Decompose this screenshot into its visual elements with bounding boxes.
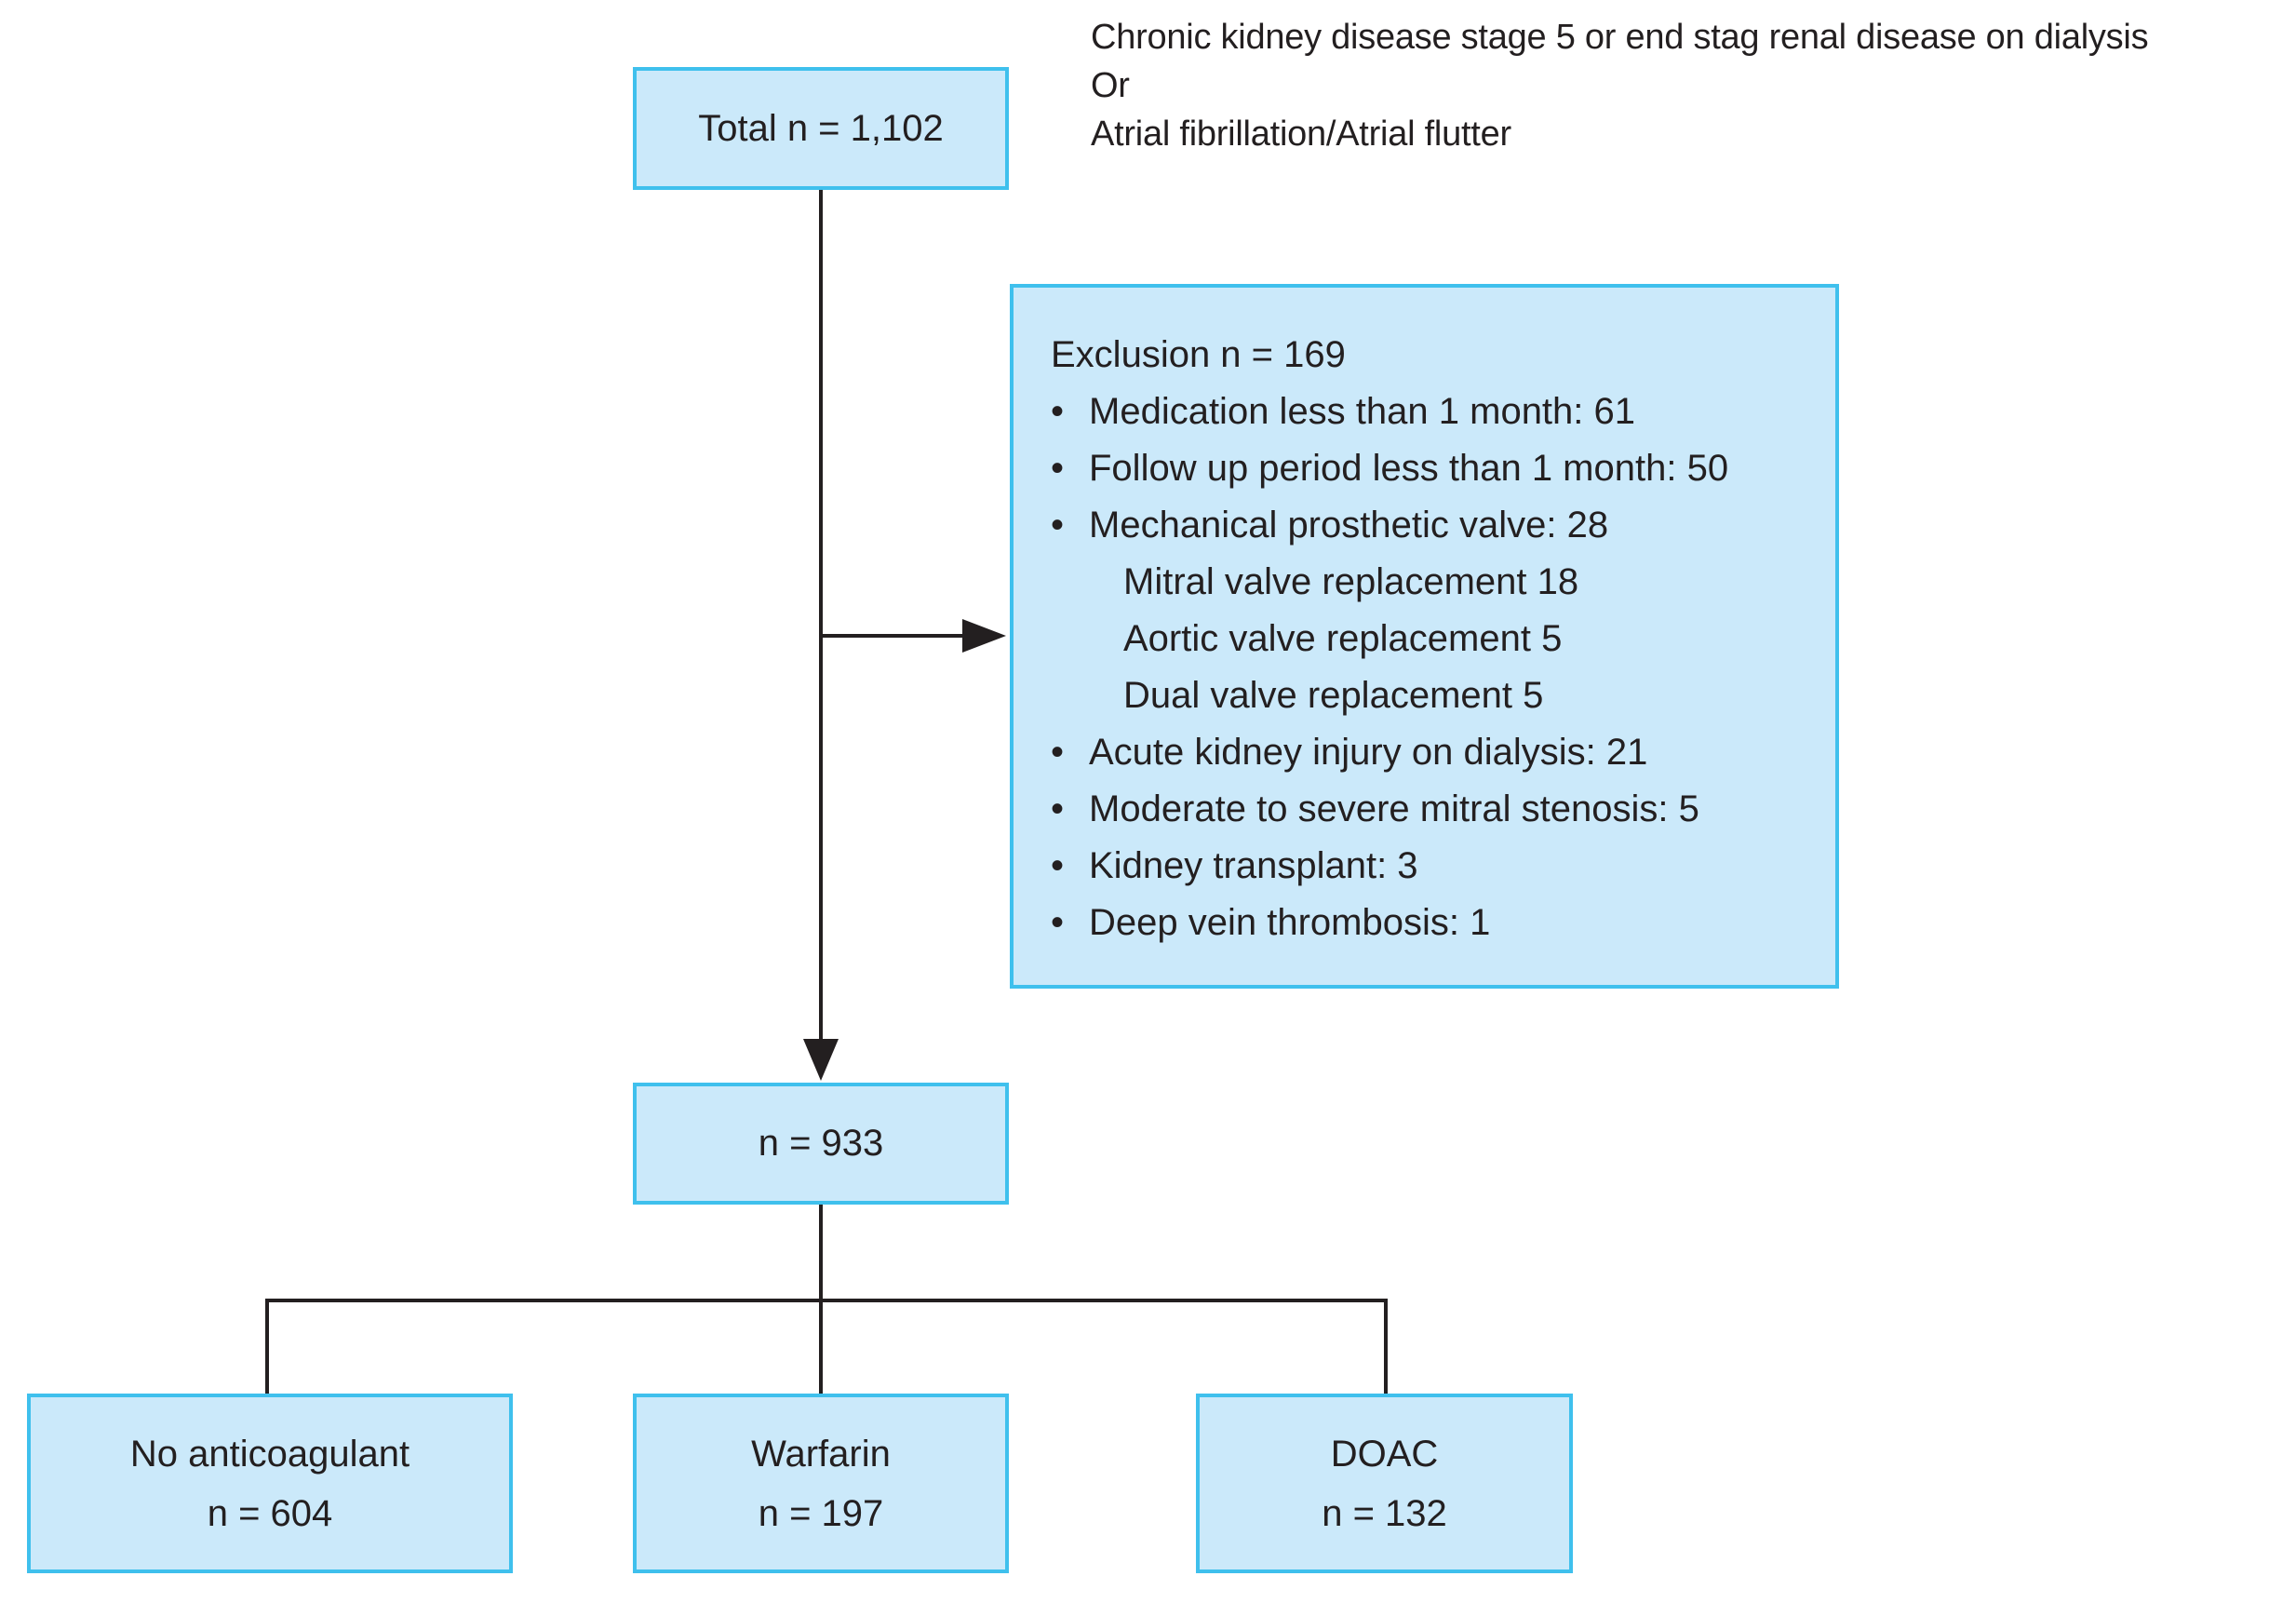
included-box-label: n = 933: [758, 1123, 884, 1164]
exclusion-item-text: Acute kidney injury on dialysis: 21: [1089, 732, 1648, 773]
exclusion-item-text: Deep vein thrombosis: 1: [1089, 902, 1491, 943]
exclusion-item: • Mechanical prosthetic valve: 28: [1051, 497, 1807, 554]
group-count: n = 197: [758, 1492, 884, 1534]
exclusion-box: Exclusion n = 169 • Medication less than…: [1010, 284, 1839, 989]
exclusion-item: • Acute kidney injury on dialysis: 21: [1051, 724, 1807, 781]
bullet-icon: •: [1051, 505, 1065, 546]
bullet-icon: •: [1051, 448, 1065, 489]
bullet-icon: •: [1051, 845, 1065, 886]
exclusion-title: Exclusion n = 169: [1051, 334, 1346, 375]
total-box-label: Total n = 1,102: [698, 107, 944, 149]
criteria-line-2: Or: [1091, 66, 1130, 105]
exclusion-item: • Medication less than 1 month: 61: [1051, 384, 1807, 440]
group-box-warfarin: Warfarin n = 197: [633, 1394, 1009, 1573]
total-box: Total n = 1,102: [633, 67, 1009, 190]
criteria-line-3: Atrial fibrillation/Atrial flutter: [1091, 114, 1511, 154]
group-box-no-anticoagulant: No anticoagulant n = 604: [27, 1394, 513, 1573]
exclusion-subitem: Aortic valve replacement 5: [1051, 611, 1807, 667]
exclusion-item-text: Follow up period less than 1 month: 50: [1089, 448, 1729, 489]
exclusion-subitem: Dual valve replacement 5: [1051, 667, 1807, 724]
included-box: n = 933: [633, 1083, 1009, 1205]
group-name: No anticoagulant: [129, 1433, 410, 1475]
group-box-doac: DOAC n = 132: [1196, 1394, 1573, 1573]
exclusion-item-text: Mitral valve replacement 18: [1123, 561, 1579, 602]
exclusion-item-text: Aortic valve replacement 5: [1123, 618, 1563, 659]
exclusion-item-text: Moderate to severe mitral stenosis: 5: [1089, 788, 1699, 829]
exclusion-item-text: Dual valve replacement 5: [1123, 675, 1544, 716]
bullet-icon: •: [1051, 391, 1065, 432]
bullet-icon: •: [1051, 788, 1065, 829]
exclusion-item: • Deep vein thrombosis: 1: [1051, 895, 1807, 951]
exclusion-item: • Moderate to severe mitral stenosis: 5: [1051, 781, 1807, 838]
criteria-line-1: Chronic kidney disease stage 5 or end st…: [1091, 18, 2149, 57]
exclusion-subitem: Mitral valve replacement 18: [1051, 554, 1807, 611]
group-count: n = 604: [207, 1492, 333, 1534]
group-count: n = 132: [1322, 1492, 1447, 1534]
exclusion-item: • Kidney transplant: 3: [1051, 838, 1807, 895]
exclusion-item-text: Medication less than 1 month: 61: [1089, 391, 1636, 432]
bullet-icon: •: [1051, 732, 1065, 773]
exclusion-item-text: Kidney transplant: 3: [1089, 845, 1418, 886]
exclusion-item: • Follow up period less than 1 month: 50: [1051, 440, 1807, 497]
group-name: Warfarin: [751, 1433, 891, 1475]
exclusion-item-text: Mechanical prosthetic valve: 28: [1089, 505, 1609, 546]
right-arrowhead-icon: [962, 619, 1006, 653]
down-arrowhead-icon: [803, 1039, 839, 1081]
bullet-icon: •: [1051, 902, 1065, 943]
inclusion-criteria-note: Chronic kidney disease stage 5 or end st…: [1091, 13, 2149, 158]
group-name: DOAC: [1330, 1433, 1439, 1475]
